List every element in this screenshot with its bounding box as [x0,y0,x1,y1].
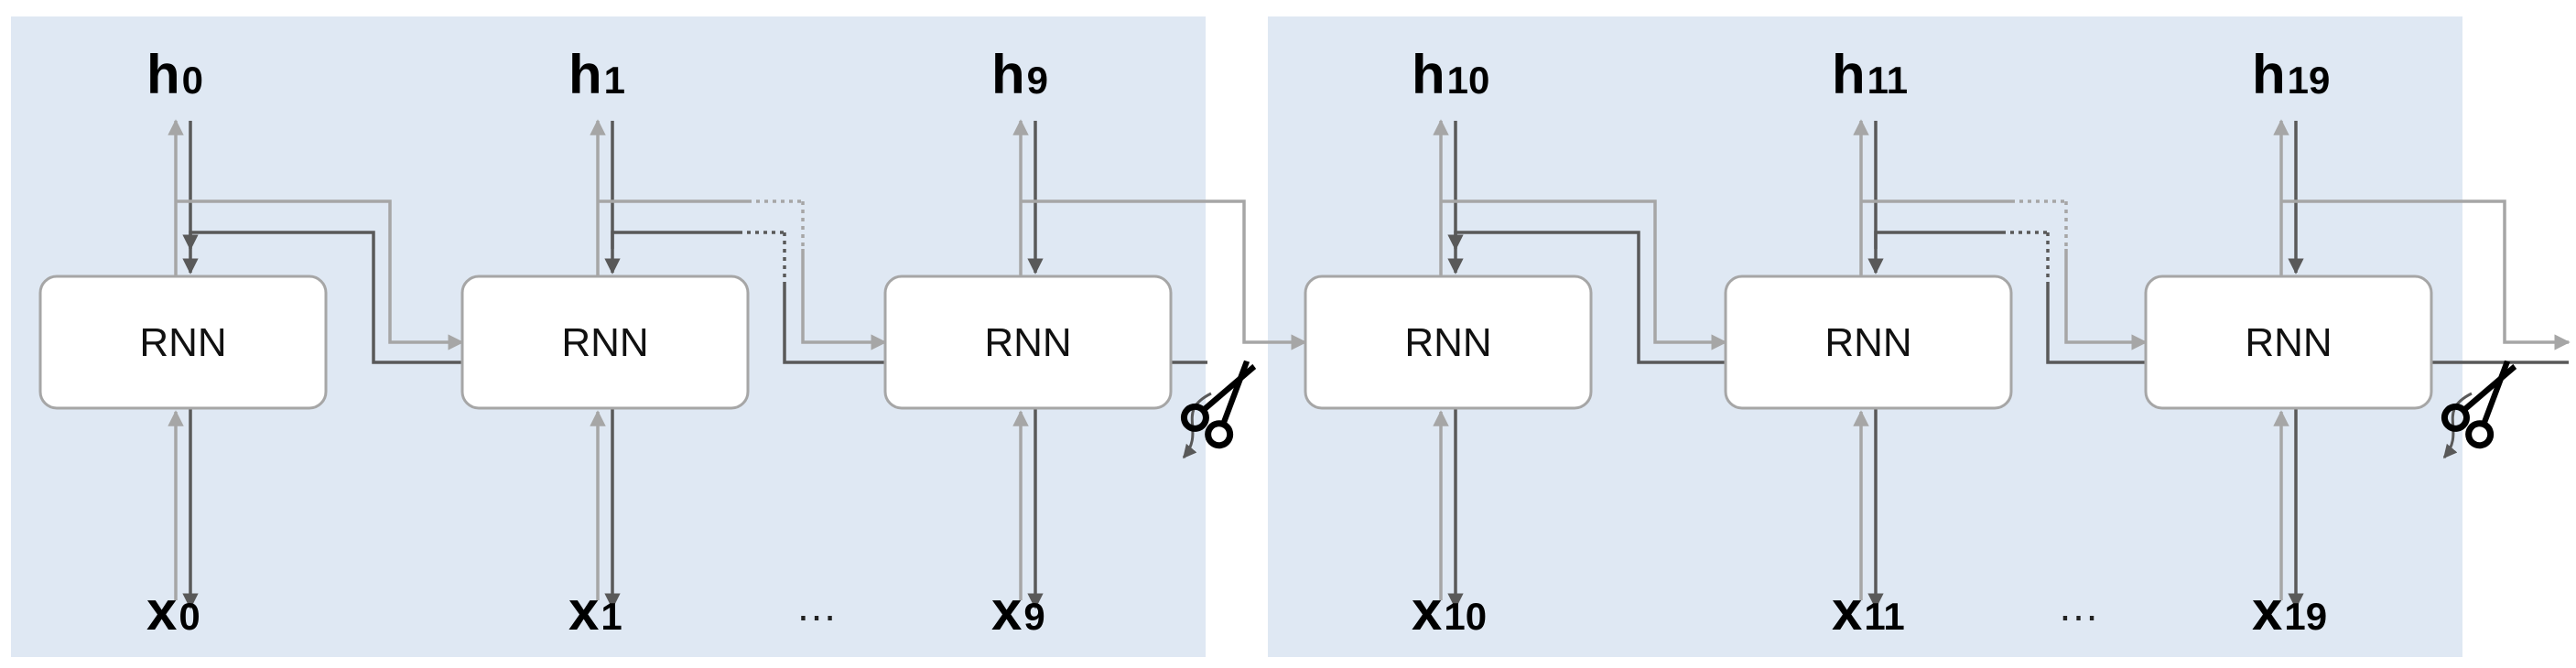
hidden-forward-wire [1441,199,1727,350]
input-label: x10 [1412,580,1487,641]
hidden-forward-wire [2064,249,2148,350]
rnn-cell-box [883,275,1173,410]
scissors-icon [2441,360,2517,449]
gradient-escape-arrow [2442,392,2473,459]
sequence-ellipsis: … [2058,582,2100,630]
input-label: x9 [991,580,1045,641]
gradient-escape-arrow [1182,392,1212,459]
output-label: h9 [991,44,1048,105]
input-label: x1 [568,580,622,641]
scissors-icon [1180,360,1257,449]
hidden-backward-wire [2046,284,2146,364]
rnn-cell: RNN [460,275,750,410]
rnn-cell-label: RNN [984,320,1071,365]
rnn-cell: RNN [1724,275,2013,410]
input-label: x19 [2252,580,2327,641]
hidden-backward-wire [1447,231,1726,364]
sequence-ellipsis: … [796,582,838,630]
rnn-cell-label: RNN [1824,320,1911,365]
output-label: h19 [2252,44,2330,105]
hidden-backward-wire [783,284,885,364]
rnn-cell-label: RNN [2245,320,2332,365]
rnn-cell-label: RNN [561,320,648,365]
rnn-cell-box [38,275,328,410]
rnn-cell-box [1724,275,2013,410]
rnn-cell: RNN [38,275,328,410]
output-label: h11 [1832,44,1908,105]
rnn-cell-label: RNN [1404,320,1491,365]
rnn-cell-label: RNN [139,320,226,365]
rnn-cell: RNN [883,275,1173,410]
hidden-backward-wire [611,231,739,249]
output-label: h10 [1412,44,1489,105]
rnn-cell-box [2144,275,2433,410]
hidden-forward-wire-out [2281,199,2571,350]
rnn-cell: RNN [2144,275,2433,410]
hidden-forward-wire [176,199,464,350]
hidden-forward-wire-out [1021,199,1307,350]
output-label: h1 [568,44,625,105]
rnn-cell: RNN [1304,275,1593,410]
output-label: h0 [146,44,203,105]
input-label: x0 [146,580,200,641]
hidden-forward-wire [801,249,887,350]
input-label: x11 [1832,580,1905,641]
rnn-cell-box [460,275,750,410]
hidden-backward-wire [182,231,462,364]
rnn-cell-box [1304,275,1593,410]
hidden-backward-wire [1874,231,2002,249]
